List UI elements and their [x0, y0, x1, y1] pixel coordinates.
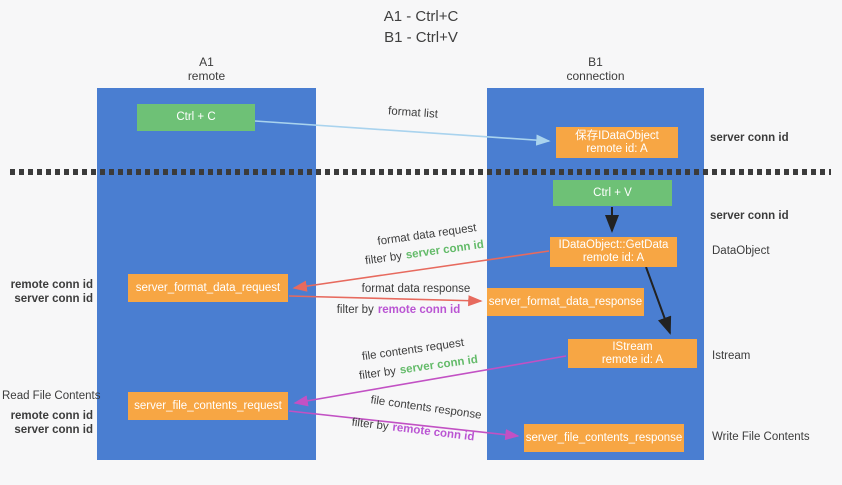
write-file-contents-annotation: Write File Contents	[712, 431, 810, 443]
diagram-title: A1 - Ctrl+C B1 - Ctrl+V	[0, 6, 842, 48]
istream-line2: remote id: A	[601, 353, 664, 366]
remote-conn-id-text: remote conn id	[377, 304, 461, 316]
save-dataobject-line1: 保存IDataObject	[575, 129, 659, 142]
save-dataobject-line2: remote id: A	[586, 142, 648, 155]
file-contents-response-arrow	[288, 410, 520, 441]
ctrl-v-label: Ctrl + V	[593, 186, 632, 199]
server-format-data-request-box: server_format_data_request	[128, 274, 288, 302]
read-file-contents-annotation: Read File Contents	[2, 390, 101, 402]
lane-b1-role: connection	[566, 69, 625, 83]
getdata-box: IDataObject::GetData remote id: A	[550, 237, 677, 267]
istream-annotation: Istream	[712, 350, 751, 362]
title-line-b1: B1 - Ctrl+V	[384, 29, 458, 46]
format-list-arrow	[254, 120, 551, 146]
save-dataobject-box: 保存IDataObject remote id: A	[556, 127, 678, 158]
lane-header-b1: B1 connection	[487, 55, 704, 83]
server-file-contents-response-label: server_file_contents_response	[525, 431, 683, 444]
format-data-request-arrow	[292, 250, 550, 292]
dataobject-annotation: DataObject	[712, 245, 770, 257]
server-file-contents-response-box: server_file_contents_response	[524, 424, 684, 452]
filter-by-text: filter by	[336, 304, 374, 316]
getdata-line2: remote id: A	[582, 252, 645, 264]
remote-conn-id-annotation-left-2: remote conn id	[10, 410, 93, 422]
istream-line1: IStream	[612, 340, 653, 353]
server-file-contents-request-box: server_file_contents_request	[128, 392, 288, 420]
lane-a1-role: remote	[187, 69, 226, 83]
server-conn-id-annotation-left-2: server conn id	[14, 424, 93, 436]
format-data-response-arrow	[288, 295, 483, 307]
getdata-to-istream-arrow	[645, 266, 672, 335]
format-data-response-label: format data response	[361, 283, 471, 295]
server-conn-id-annotation-left-1: server conn id	[14, 293, 93, 305]
getdata-line1: IDataObject::GetData	[558, 239, 669, 251]
server-conn-id-annotation-mid: server conn id	[710, 210, 789, 222]
server-conn-id-annotation-top: server conn id	[710, 132, 789, 144]
lane-b1-name: B1	[588, 55, 603, 69]
phase-divider-dotted-line	[10, 169, 831, 175]
server-format-data-request-label: server_format_data_request	[135, 281, 281, 294]
ctrl-c-label: Ctrl + C	[176, 111, 216, 123]
istream-box: IStream remote id: A	[568, 339, 697, 368]
file-contents-request-arrow	[293, 355, 567, 407]
title-line-a1: A1 - Ctrl+C	[383, 8, 459, 25]
server-format-data-response-box: server_format_data_response	[487, 288, 644, 316]
ctrl-v-box: Ctrl + V	[553, 180, 672, 206]
lane-a1-name: A1	[199, 55, 214, 69]
server-format-data-response-label: server_format_data_response	[488, 295, 643, 308]
remote-conn-id-annotation-left-1: remote conn id	[10, 279, 93, 291]
lane-header-a1: A1 remote	[97, 55, 316, 83]
server-file-contents-request-label: server_file_contents_request	[134, 399, 282, 412]
ctrl-c-box: Ctrl + C	[137, 104, 255, 131]
